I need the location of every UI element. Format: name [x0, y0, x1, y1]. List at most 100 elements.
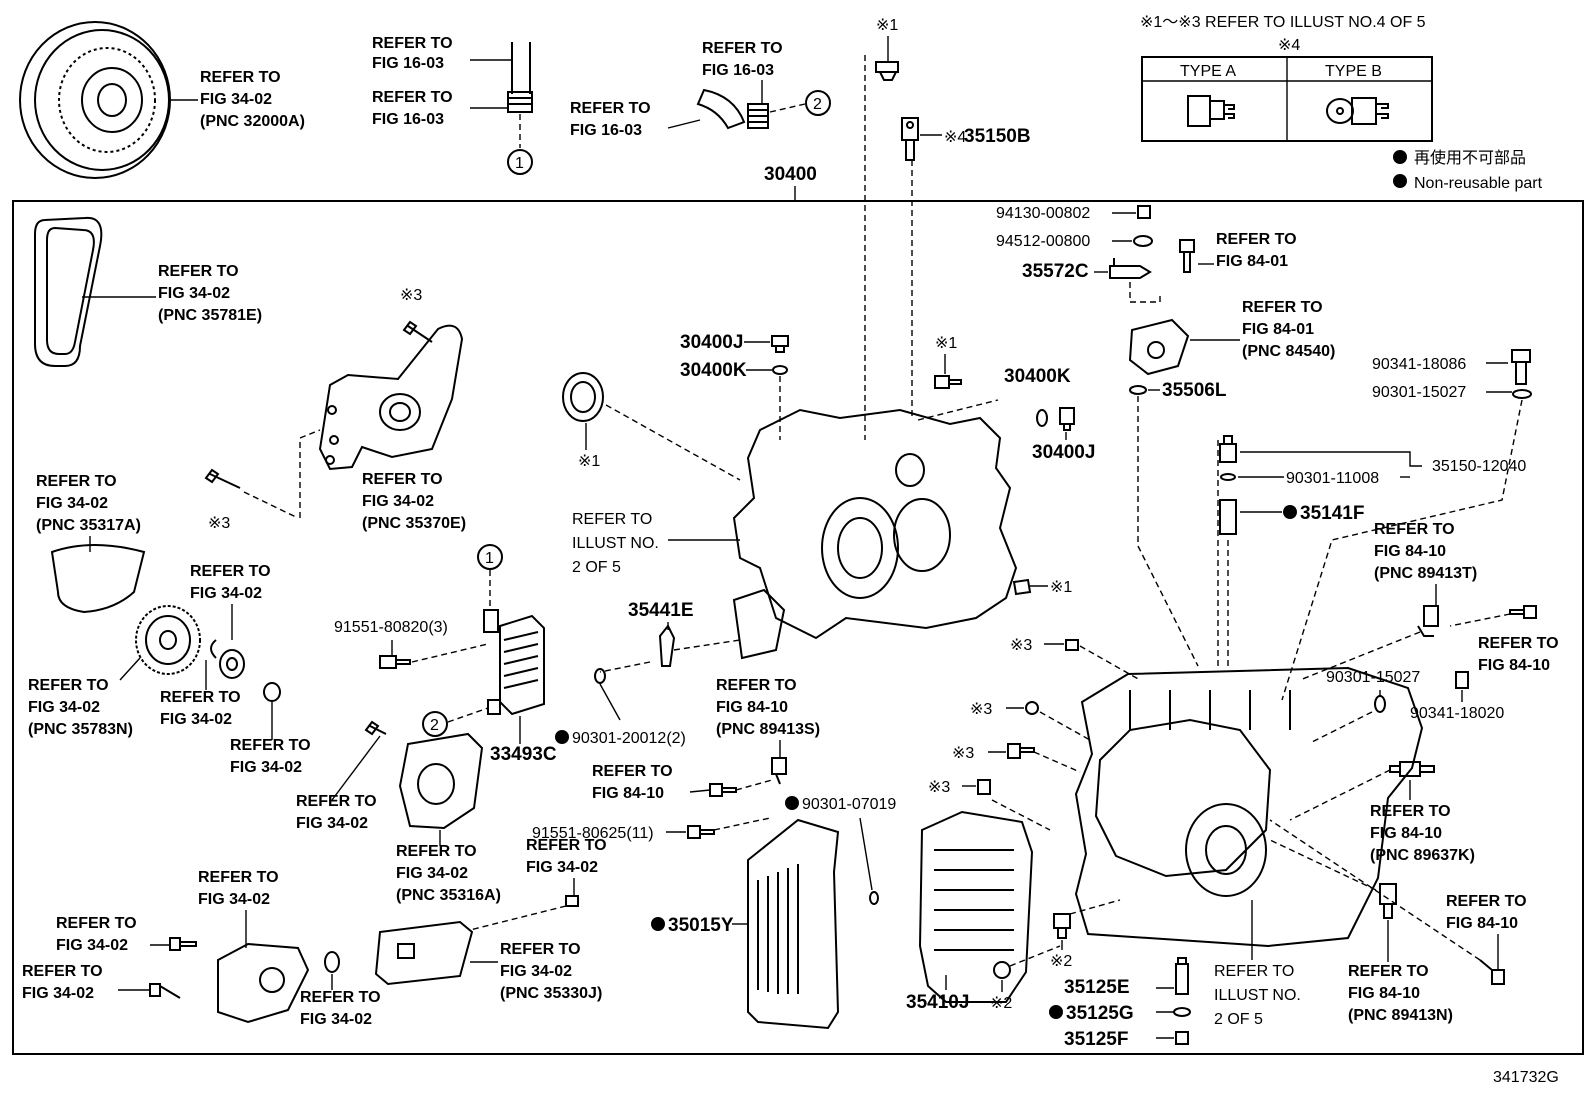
washer	[1133, 235, 1153, 247]
marker-2: ※2	[1050, 953, 1072, 970]
bolt	[402, 320, 433, 343]
transaxle-housing	[732, 408, 1018, 660]
refer-pnc: (PNC 89413T)	[1374, 565, 1477, 582]
bolt	[875, 61, 899, 81]
pump-assembly-35370e	[318, 324, 464, 471]
refer-fig: FIG 34-02	[28, 699, 100, 716]
part-number-35441E[interactable]: 35441E	[628, 600, 694, 621]
gasket	[1173, 1007, 1191, 1017]
refer-label: REFER TO	[716, 677, 797, 694]
bolt	[934, 375, 962, 389]
refer-label: REFER TO	[1242, 299, 1323, 316]
marker-3: ※3	[1010, 637, 1032, 654]
refer-fig: FIG 34-02	[300, 1011, 372, 1028]
part-number-33493C[interactable]: 33493C	[490, 744, 557, 765]
refer-fig: FIG 84-10	[1370, 825, 1442, 842]
part-number-30400K[interactable]: 30400K	[680, 360, 747, 381]
part-number-30400J[interactable]: 30400J	[1032, 442, 1095, 463]
part-number-35150-12040[interactable]: 35150-12040	[1432, 458, 1526, 475]
non-reusable-dot-icon	[651, 917, 665, 931]
bolt	[1053, 913, 1071, 939]
part-number-90301-20012[interactable]: 90301-20012(2)	[572, 730, 686, 747]
marker-3: ※3	[970, 701, 992, 718]
type-a-label: TYPE A	[1180, 63, 1236, 80]
part-number-94512-00800[interactable]: 94512-00800	[996, 233, 1090, 250]
part-number-35150B[interactable]: 35150B	[964, 126, 1031, 147]
oil-pipe	[511, 42, 531, 94]
callout-2	[422, 711, 448, 737]
part-number-91551-80820[interactable]: 91551-80820(3)	[334, 619, 448, 636]
part-number-35125E[interactable]: 35125E	[1064, 977, 1130, 998]
refer-fig: FIG 84-01	[1216, 253, 1288, 270]
bolt	[565, 895, 579, 907]
refer-pnc: (PNC 32000A)	[200, 113, 305, 130]
refer-label: REFER TO	[190, 563, 271, 580]
speed-sensor	[771, 757, 787, 785]
neutral-switch	[1128, 318, 1190, 376]
part-number-90301-07019[interactable]: 90301-07019	[802, 796, 896, 813]
refer-fig: FIG 84-10	[1374, 543, 1446, 560]
part-number-90341-18086[interactable]: 90341-18086	[1372, 356, 1466, 373]
nut	[1137, 205, 1151, 219]
part-number-35410J[interactable]: 35410J	[906, 992, 969, 1013]
bolt	[977, 779, 991, 795]
legend-en: Non-reusable part	[1414, 175, 1543, 192]
pipe-union	[483, 609, 499, 633]
part-number-35015Y[interactable]: 35015Y	[668, 915, 734, 936]
bolt	[687, 825, 715, 839]
refer-label: REFER TO	[500, 941, 581, 958]
part-number-35125G[interactable]: 35125G	[1066, 1003, 1134, 1024]
plug	[1511, 349, 1531, 385]
assembly-frame	[12, 200, 1584, 1055]
refer-fig: FIG 34-02	[526, 859, 598, 876]
part-number-35141F[interactable]: 35141F	[1300, 503, 1364, 524]
marker-1: ※1	[578, 453, 600, 470]
part-number-35506L[interactable]: 35506L	[1162, 380, 1227, 401]
oil-strainer	[374, 920, 474, 986]
part-number-91551-80625[interactable]: 91551-80625(11)	[532, 825, 654, 842]
refer-fig: FIG 34-02	[36, 495, 108, 512]
plug	[771, 335, 789, 353]
part-number-30400K[interactable]: 30400K	[1004, 366, 1071, 387]
bolt	[1479, 959, 1505, 985]
non-reusable-dot-icon	[1393, 174, 1407, 188]
type-a-connector-icon	[1187, 95, 1235, 127]
plug	[1175, 1031, 1189, 1045]
marker-1: ※1	[935, 335, 957, 352]
part-number-90301-15027[interactable]: 90301-15027	[1326, 669, 1420, 686]
part-number-35125F[interactable]: 35125F	[1064, 1029, 1128, 1050]
valve-body-35410j	[918, 810, 1034, 1003]
refer-pnc: (PNC 35317A)	[36, 517, 141, 534]
refer-label: REFER TO	[1214, 963, 1294, 980]
oil-hose	[696, 88, 746, 130]
o-ring	[263, 682, 281, 702]
refer-label: REFER TO	[230, 737, 311, 754]
part-number-94130-00802[interactable]: 94130-00802	[996, 205, 1090, 222]
main-assembly-number: 30400	[764, 164, 817, 185]
refer-label: REFER TO	[56, 915, 137, 932]
bolt	[709, 783, 737, 797]
refer-illust: ILLUST NO.	[1214, 987, 1301, 1004]
part-number-35572C[interactable]: 35572C	[1022, 261, 1089, 282]
part-number-30400J[interactable]: 30400J	[680, 332, 743, 353]
non-reusable-dot-icon	[1393, 150, 1407, 164]
drive-chain	[34, 216, 103, 367]
hose-fitting	[747, 103, 769, 129]
pipe-fitting	[507, 91, 533, 113]
refer-fig: FIG 84-10	[592, 785, 664, 802]
part-number-90341-18020[interactable]: 90341-18020	[1410, 705, 1504, 722]
temperature-sensor	[1389, 761, 1435, 777]
refer-label: REFER TO	[1446, 893, 1527, 910]
refer-label: REFER TO	[362, 471, 443, 488]
refer-fig: FIG 84-01	[1242, 321, 1314, 338]
gasket	[1036, 409, 1048, 427]
bolt	[204, 468, 241, 489]
o-ring	[1025, 701, 1039, 715]
part-number-90301-15027[interactable]: 90301-15027	[1372, 384, 1466, 401]
part-number-90301-11008[interactable]: 90301-11008	[1286, 470, 1379, 487]
sprocket	[135, 605, 201, 675]
refer-label: REFER TO	[396, 843, 477, 860]
bolt	[169, 937, 197, 951]
refer-pnc: (PNC 89413S)	[716, 721, 820, 738]
type-b-connector-icon	[1326, 97, 1389, 125]
